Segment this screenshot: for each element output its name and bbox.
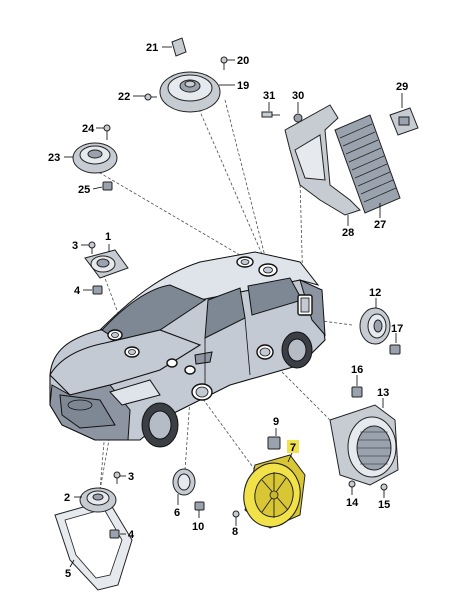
amplifier-bracket-group xyxy=(261,104,419,216)
callout-12: 12 xyxy=(369,287,381,299)
callout-22: 22 xyxy=(118,91,130,103)
tweeter-assembly-top xyxy=(144,37,228,113)
speaker-2-frame-group xyxy=(54,471,133,591)
callout-2: 2 xyxy=(64,492,70,504)
highlighted-woofer-part-7[interactable] xyxy=(238,454,306,532)
callout-5: 5 xyxy=(65,568,71,580)
subwoofer-housing xyxy=(329,386,399,495)
speaker-12-group xyxy=(359,307,401,355)
callout-1: 1 xyxy=(105,231,111,243)
callout-4-upper: 4 xyxy=(74,285,81,297)
callout-labels: 21 20 19 22 24 23 25 1 3 4 31 30 29 28 2… xyxy=(48,42,408,580)
callout-14: 14 xyxy=(346,497,359,509)
speaker-1-group xyxy=(84,241,129,295)
callout-31: 31 xyxy=(263,90,275,102)
callout-25: 25 xyxy=(78,184,90,196)
callout-3-lower: 3 xyxy=(128,471,134,483)
leader-lines xyxy=(64,46,403,568)
callout-19: 19 xyxy=(237,80,249,92)
callout-16: 16 xyxy=(351,364,363,376)
callout-28: 28 xyxy=(342,227,354,239)
callout-8: 8 xyxy=(232,526,238,538)
callout-23: 23 xyxy=(48,152,60,164)
callout-7: 7 xyxy=(290,442,296,454)
callout-21: 21 xyxy=(146,42,158,54)
callout-30: 30 xyxy=(292,90,304,102)
callout-20: 20 xyxy=(237,55,249,67)
callout-9: 9 xyxy=(273,416,279,428)
callout-24: 24 xyxy=(82,123,95,135)
speaker-6-group xyxy=(172,468,205,511)
callout-4-lower: 4 xyxy=(128,529,135,541)
callout-6: 6 xyxy=(174,507,180,519)
callout-3-upper: 3 xyxy=(72,240,78,252)
callout-17: 17 xyxy=(391,323,403,335)
callout-13: 13 xyxy=(377,387,389,399)
callout-7-highlight xyxy=(287,440,299,453)
callout-29: 29 xyxy=(396,81,408,93)
car-illustration xyxy=(49,251,326,448)
parts-8-9 xyxy=(232,436,281,522)
callout-15: 15 xyxy=(378,499,390,511)
callout-10: 10 xyxy=(192,521,204,533)
mid-speaker-left xyxy=(72,124,118,191)
callout-27: 27 xyxy=(374,219,386,231)
